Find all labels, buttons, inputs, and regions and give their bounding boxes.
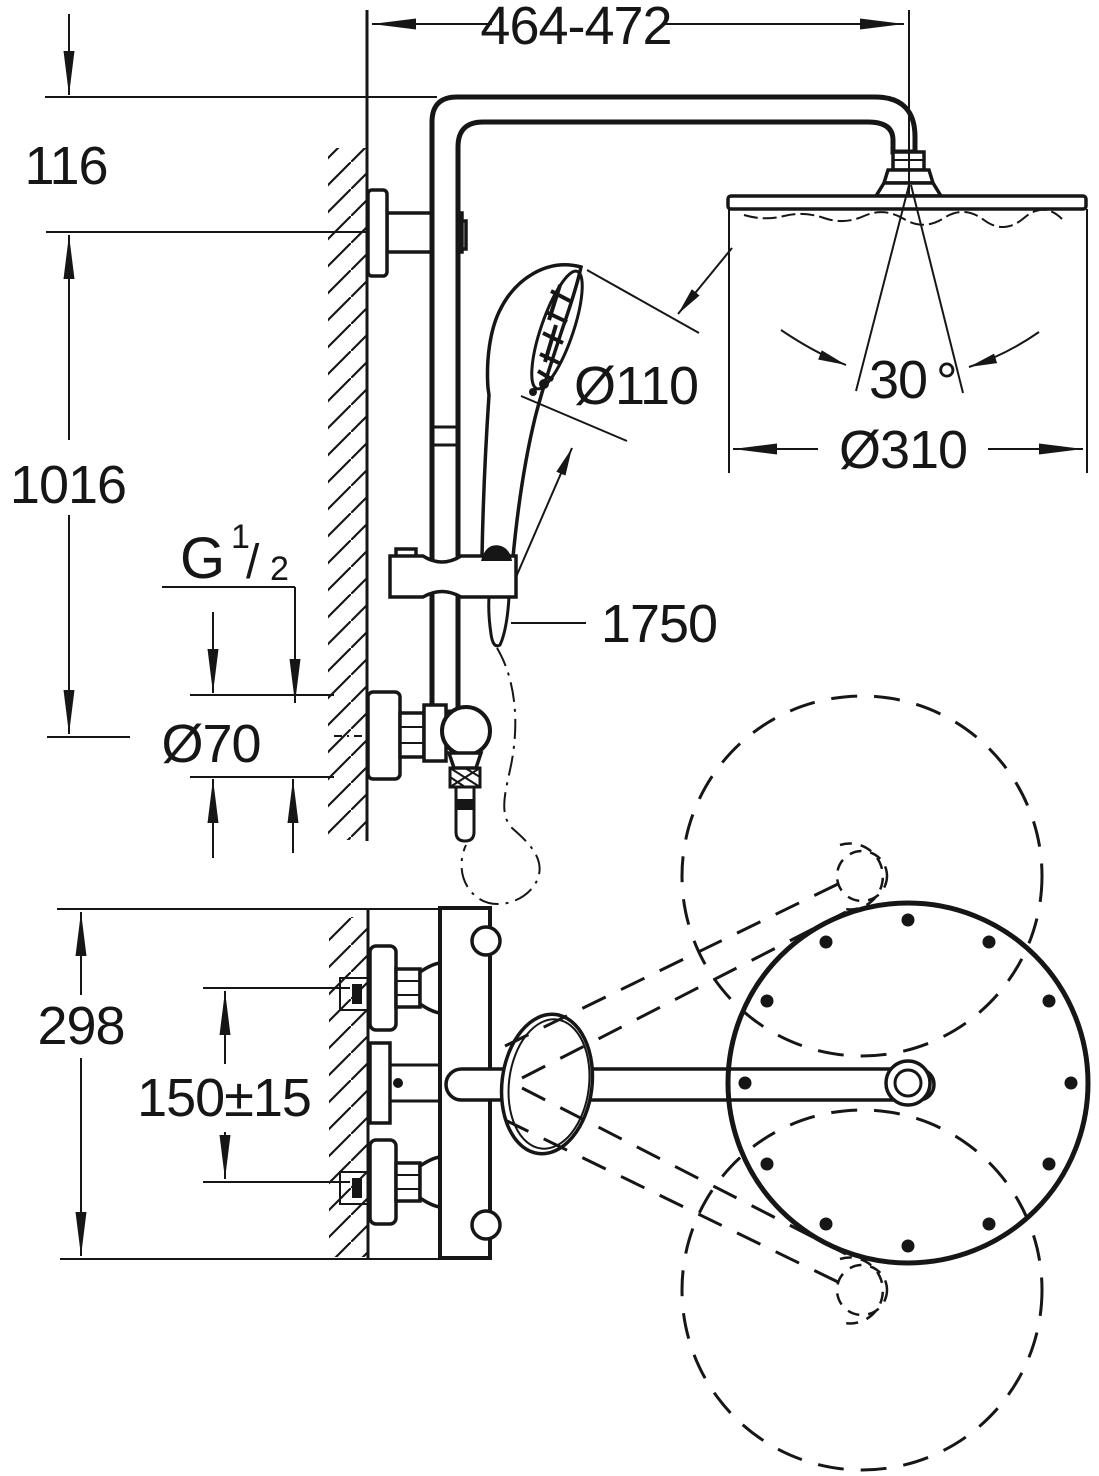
swivel-cap-up — [839, 842, 885, 911]
wall-hatch-lower — [329, 917, 368, 1257]
tilt-line-right — [910, 184, 964, 394]
hand-shower-face-dot1 — [539, 379, 549, 389]
swivel-hub-down — [835, 1263, 889, 1317]
hand-shower-body — [480, 263, 584, 559]
dim-310: Ø310 — [728, 209, 1088, 480]
dim-text-1016: 1016 — [10, 455, 126, 515]
rain-head-side-view: 30 ° Ø310 — [726, 10, 1088, 480]
plan-center-outlet — [368, 1041, 442, 1125]
dim-text-464-472: 464-472 — [480, 0, 671, 56]
swivel-circle-up — [680, 694, 1044, 1058]
wall-hatch-upper — [328, 148, 367, 840]
plan-head-circle — [725, 900, 1091, 1266]
valve-knob — [440, 705, 492, 757]
arrow-110-lower — [512, 447, 573, 585]
plan-head-hub-outer — [884, 1059, 932, 1107]
dim-text-150: 150±15 — [137, 1068, 311, 1128]
valve-union-nut — [398, 711, 426, 759]
g-half-prefix: G — [180, 526, 225, 591]
degree-symbol: ° — [936, 352, 957, 412]
bracket-wall-plate — [366, 188, 389, 278]
swivel-arm-up-1 — [504, 882, 839, 1048]
arrow-110-upper — [677, 247, 733, 315]
swivel-arm-down-2 — [521, 1086, 847, 1256]
wall-section — [328, 10, 370, 1259]
plan-view: 298 150±15 — [37, 694, 1091, 1472]
hand-shower-nozzle-pattern — [536, 284, 571, 382]
g-half-slash: / — [246, 536, 260, 589]
hose-outlet-cone — [487, 595, 511, 648]
dim-70: Ø70 — [161, 612, 334, 858]
dim-464-472: 464-472 — [372, 0, 904, 56]
hose-nut-cone — [446, 751, 484, 770]
plan-head-nozzle-dots — [738, 913, 1078, 1253]
g-half-sup: 1 — [231, 518, 250, 556]
hand-shower-face-dot2 — [529, 388, 537, 396]
head-spray-face — [743, 208, 1063, 228]
label-g-half: G 1 / 2 — [162, 518, 301, 703]
tilt-arrow-left — [780, 329, 847, 366]
plan-union-bottom — [339, 1138, 442, 1226]
handle-insert-silhouette — [481, 545, 512, 561]
tick-110-upper — [586, 269, 700, 334]
head-plate — [726, 194, 1088, 211]
swivel-arm-up-2 — [521, 910, 847, 1080]
swivel-circle-down — [680, 1108, 1044, 1472]
valve-escutcheon — [366, 690, 402, 781]
swivel-hub-up — [835, 849, 889, 903]
hand-shower-holder: 1750 — [388, 545, 718, 654]
tilt-line-left — [855, 184, 910, 392]
dim-text-116: 116 — [24, 136, 107, 196]
hand-shower-spray-face — [530, 269, 584, 391]
plan-knob-bottom — [470, 1209, 502, 1241]
hose-hanging-loop — [460, 647, 541, 906]
hose-end-tube — [454, 785, 476, 843]
tick-110-lower — [520, 395, 628, 442]
plan-swivel-range — [504, 694, 1044, 1472]
dim-150: 150±15 — [137, 987, 350, 1183]
plan-hand-shower — [499, 1012, 595, 1156]
dim-110: Ø110 — [512, 247, 733, 585]
dim-text-70: Ø70 — [161, 714, 260, 774]
hose-band — [456, 799, 474, 810]
dim-text-110: Ø110 — [574, 356, 698, 416]
tilt-arrow-right — [968, 331, 1040, 368]
dim-text-310: Ø310 — [839, 420, 967, 480]
dim-116-1016: 116 1016 — [10, 14, 437, 738]
holder-body — [388, 554, 518, 599]
plan-knob-top — [470, 925, 502, 957]
thermostat-valve-elevation — [334, 647, 541, 906]
g-half-sub: 2 — [270, 550, 289, 588]
hose-swivel-nut — [448, 766, 482, 789]
plan-head-hub-inner — [893, 1068, 923, 1098]
label-1750: 1750 — [601, 594, 717, 654]
swivel-arm-down-1 — [504, 1118, 839, 1284]
dim-text-30: 30 — [869, 350, 927, 410]
swivel-cap-down — [839, 1256, 885, 1325]
dim-text-298: 298 — [37, 996, 124, 1056]
dim-298: 298 — [37, 912, 126, 1256]
